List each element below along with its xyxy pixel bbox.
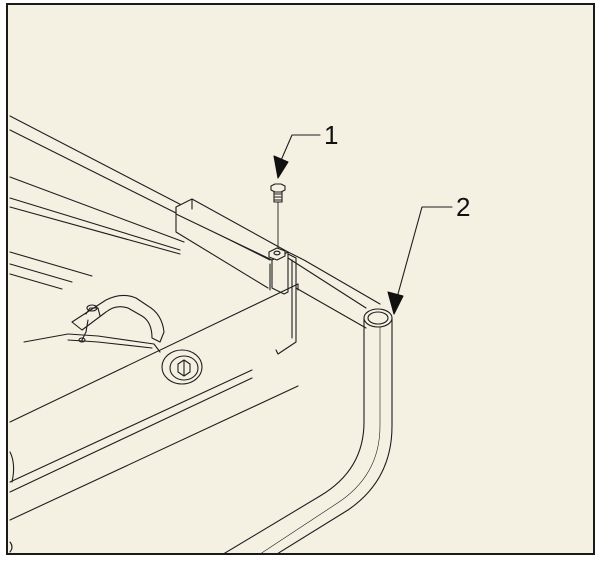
left-lower-detail [9, 451, 15, 553]
nut [268, 247, 286, 261]
callout-1-leader [273, 134, 321, 179]
bolt [270, 183, 286, 249]
drawing-frame: 1 2 [6, 3, 595, 555]
callout-2-leader [387, 206, 453, 315]
square-tube [287, 251, 381, 329]
knob [161, 349, 203, 385]
assembly-drawing: 1 2 [8, 5, 593, 553]
handle-tube [223, 308, 393, 553]
callout-2-label: 2 [456, 192, 470, 222]
channel-bracket [175, 198, 297, 355]
front-crossbar [9, 283, 299, 521]
callout-1-label: 1 [324, 120, 338, 150]
lower-frame-rail [9, 251, 93, 290]
latch-bracket [23, 294, 165, 353]
drawing-background [8, 5, 593, 553]
